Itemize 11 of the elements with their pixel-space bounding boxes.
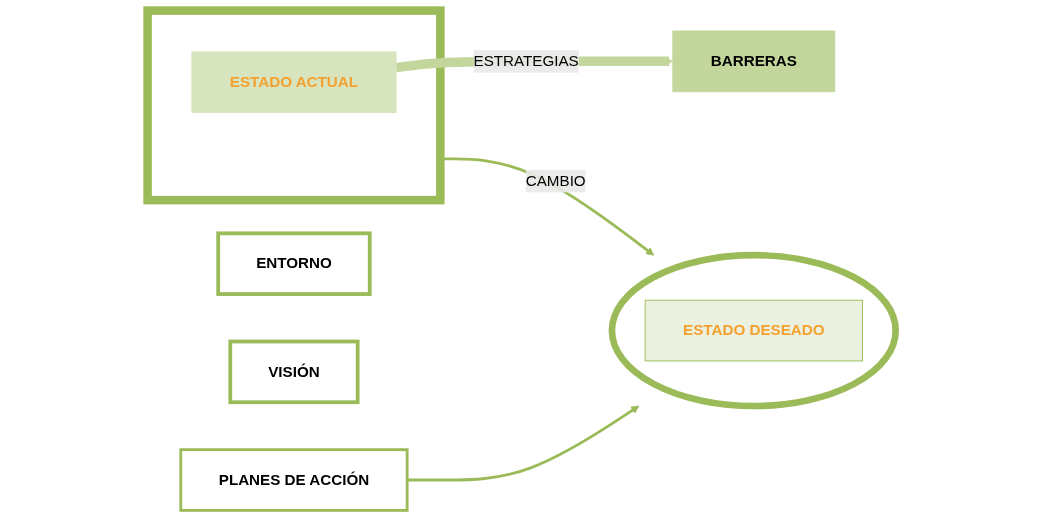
edge-label: CAMBIO [526, 172, 587, 189]
cluster [608, 251, 900, 409]
node-box: ESTADO ACTUAL [191, 50, 397, 113]
node-box: BARRERAS [672, 30, 836, 92]
cluster [143, 5, 445, 204]
node-box: VISIÓN [228, 339, 360, 404]
arrow [407, 405, 640, 481]
edge-label: ESTRATEGIAS [473, 52, 580, 69]
node-box: ENTORNO [216, 230, 372, 296]
node-box: PLANES DE ACCIÓN [179, 447, 409, 512]
node-box: ESTADO DESEADO [645, 299, 864, 361]
